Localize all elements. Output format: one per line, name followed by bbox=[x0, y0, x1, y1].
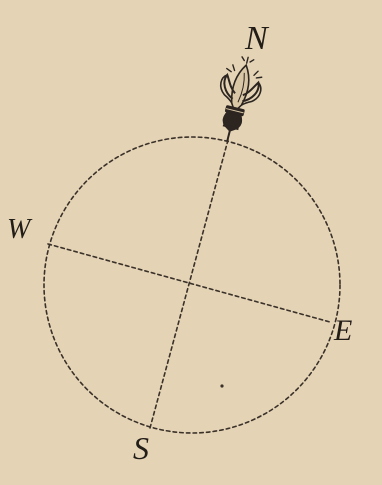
fleur-de-lis-icon bbox=[208, 52, 268, 145]
north-south-axis bbox=[150, 140, 228, 428]
west-label: W bbox=[7, 216, 30, 244]
north-label: N bbox=[245, 22, 268, 56]
east-label: E bbox=[334, 316, 352, 346]
center-dot bbox=[220, 384, 223, 387]
south-label: S bbox=[133, 432, 149, 464]
compass-circle bbox=[44, 137, 340, 433]
